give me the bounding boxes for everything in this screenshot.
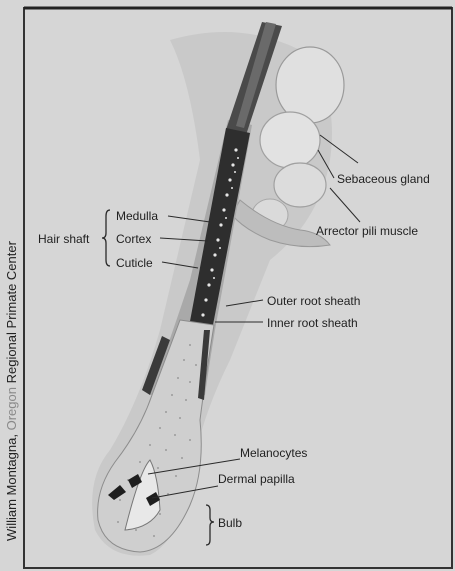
credit-institution-faded: Oregon: [4, 387, 19, 430]
label-inner-root-sheath: Inner root sheath: [267, 316, 358, 330]
label-medulla: Medulla: [116, 209, 158, 223]
label-arrector-pili-muscle: Arrector pili muscle: [316, 224, 418, 238]
label-bulb: Bulb: [218, 516, 242, 530]
bulb-brace: [206, 505, 214, 545]
photo-credit: William Montagna, Oregon Regional Primat…: [4, 241, 20, 541]
credit-author: William Montagna,: [4, 434, 19, 541]
label-cortex: Cortex: [116, 232, 151, 246]
label-sebaceous-gland: Sebaceous gland: [337, 172, 430, 186]
label-melanocytes: Melanocytes: [240, 446, 307, 460]
label-hair-shaft: Hair shaft: [38, 232, 89, 246]
label-outer-root-sheath: Outer root sheath: [267, 294, 360, 308]
label-cuticle: Cuticle: [116, 256, 153, 270]
hair-shaft-brace: [102, 210, 110, 266]
credit-institution-rest: Regional Primate Center: [4, 241, 19, 383]
label-dermal-papilla: Dermal papilla: [218, 472, 295, 486]
